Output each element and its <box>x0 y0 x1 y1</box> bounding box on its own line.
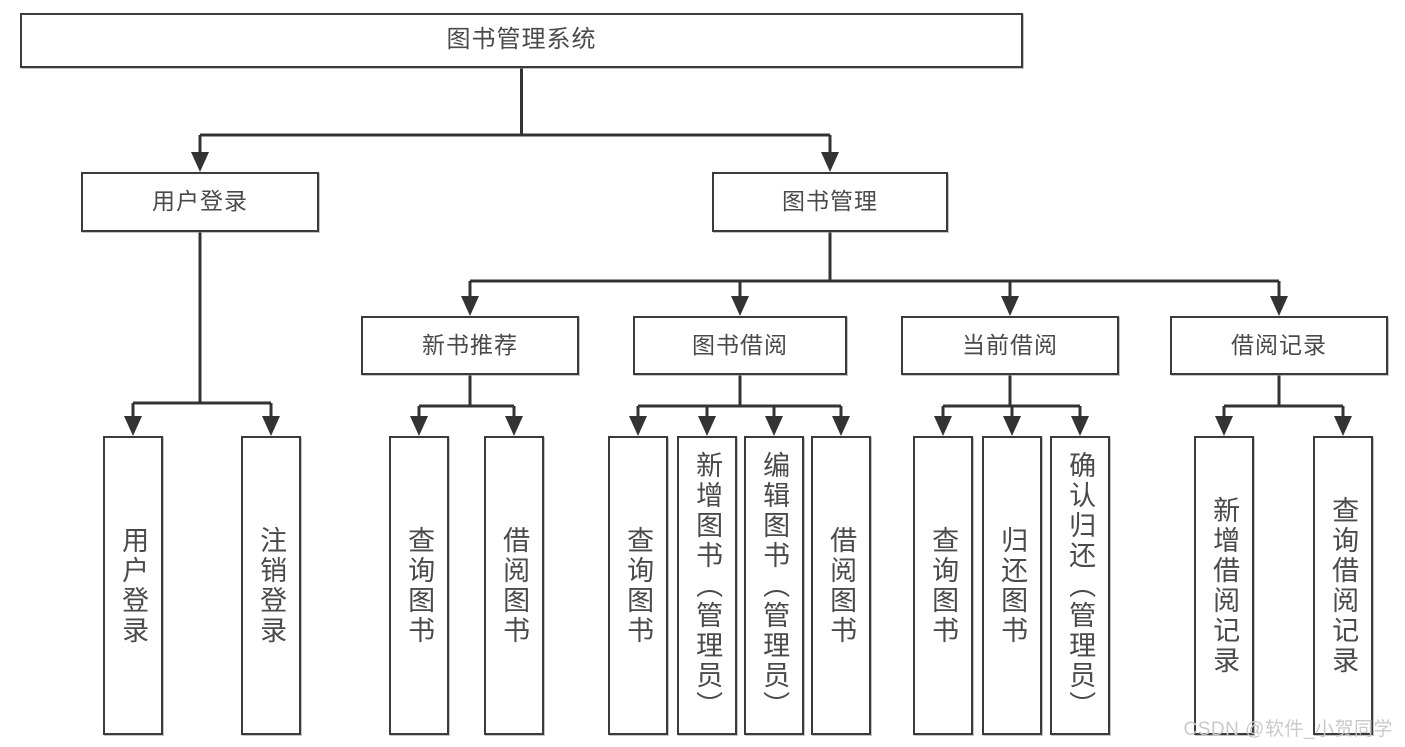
edge-arrow-book-borrow-0 <box>629 416 647 436</box>
node-label-leaf-cb-query: 查询图书 <box>928 525 959 646</box>
edge-arrow-user-login-0 <box>124 416 142 436</box>
node-label-leaf-bb-borrow: 借阅图书 <box>826 525 857 646</box>
node-leaf-cb-return[interactable]: 归还图书 <box>982 436 1042 735</box>
watermark: CSDN @软件_小贺同学 <box>1183 719 1393 740</box>
edge-arrow-root-0 <box>191 152 209 172</box>
node-label-book-manage: 图书管理 <box>782 188 878 215</box>
edge-arrow-borrow-record-1 <box>1334 416 1352 436</box>
node-label-leaf-rec-query: 查询图书 <box>404 525 435 646</box>
node-leaf-bb-add[interactable]: 新增图书（管理员） <box>677 436 737 735</box>
node-leaf-bb-query[interactable]: 查询图书 <box>608 436 668 735</box>
edge-arrow-root-1 <box>821 152 839 172</box>
node-label-leaf-bb-add: 新增图书（管理员） <box>692 450 723 721</box>
node-label-leaf-bb-query: 查询图书 <box>623 525 654 646</box>
node-leaf-br-add[interactable]: 新增借阅记录 <box>1194 436 1254 735</box>
edge-arrow-current-borrow-1 <box>1003 416 1021 436</box>
node-label-leaf-cb-return: 归还图书 <box>997 525 1028 646</box>
node-root[interactable]: 图书管理系统 <box>20 13 1023 68</box>
edge-arrow-current-borrow-2 <box>1071 416 1089 436</box>
edge-arrow-book-borrow-2 <box>765 416 783 436</box>
node-label-leaf-rec-borrow: 借阅图书 <box>499 525 530 646</box>
edge-arrow-new-book-rec-0 <box>410 416 428 436</box>
edge-arrow-book-manage-0 <box>461 296 479 316</box>
node-label-leaf-user-login: 用户登录 <box>118 525 149 646</box>
node-book-borrow[interactable]: 图书借阅 <box>633 316 847 375</box>
node-new-book-rec[interactable]: 新书推荐 <box>361 316 579 375</box>
node-label-book-borrow: 图书借阅 <box>692 331 788 358</box>
node-label-leaf-cb-confirm: 确认归还（管理员） <box>1065 450 1096 721</box>
node-leaf-user-login[interactable]: 用户登录 <box>103 436 163 735</box>
edge-arrow-borrow-record-0 <box>1215 416 1233 436</box>
node-leaf-br-query[interactable]: 查询借阅记录 <box>1313 436 1373 735</box>
edge-arrow-book-borrow-1 <box>698 416 716 436</box>
edge-arrow-new-book-rec-1 <box>505 416 523 436</box>
node-leaf-cb-confirm[interactable]: 确认归还（管理员） <box>1050 436 1110 735</box>
edge-arrow-book-manage-3 <box>1270 296 1288 316</box>
node-label-leaf-user-logout: 注销登录 <box>256 525 287 646</box>
edge-arrow-book-manage-1 <box>731 296 749 316</box>
node-book-manage[interactable]: 图书管理 <box>712 172 948 232</box>
node-leaf-rec-query[interactable]: 查询图书 <box>389 436 449 735</box>
node-borrow-record[interactable]: 借阅记录 <box>1170 316 1388 375</box>
node-leaf-bb-borrow[interactable]: 借阅图书 <box>811 436 871 735</box>
node-label-root: 图书管理系统 <box>446 26 597 54</box>
node-label-new-book-rec: 新书推荐 <box>422 331 518 358</box>
node-label-leaf-br-query: 查询借阅记录 <box>1328 495 1359 676</box>
node-label-leaf-br-add: 新增借阅记录 <box>1209 495 1240 676</box>
node-user-login[interactable]: 用户登录 <box>81 172 319 232</box>
node-label-user-login: 用户登录 <box>152 188 248 215</box>
node-label-borrow-record: 借阅记录 <box>1231 331 1327 358</box>
edge-arrow-current-borrow-0 <box>934 416 952 436</box>
node-leaf-rec-borrow[interactable]: 借阅图书 <box>484 436 544 735</box>
edge-arrow-book-borrow-3 <box>832 416 850 436</box>
node-leaf-user-logout[interactable]: 注销登录 <box>241 436 301 735</box>
node-label-leaf-bb-edit: 编辑图书（管理员） <box>759 450 790 721</box>
node-current-borrow[interactable]: 当前借阅 <box>901 316 1119 375</box>
node-label-current-borrow: 当前借阅 <box>962 331 1058 358</box>
node-leaf-cb-query[interactable]: 查询图书 <box>913 436 973 735</box>
edge-arrow-book-manage-2 <box>1001 296 1019 316</box>
node-leaf-bb-edit[interactable]: 编辑图书（管理员） <box>744 436 804 735</box>
edge-arrow-user-login-1 <box>262 416 280 436</box>
